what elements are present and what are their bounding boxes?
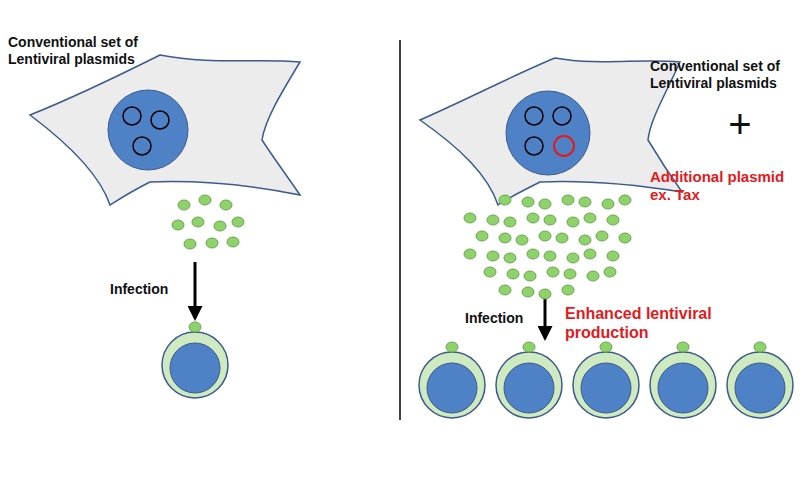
virus-particle — [522, 197, 534, 207]
virus-particle — [484, 267, 496, 277]
plus-sign: + — [720, 100, 760, 148]
virus-particle — [584, 213, 596, 223]
text-label: Conventional set of Lentiviral plasmids — [650, 58, 795, 92]
target-cell — [496, 342, 562, 418]
virus-particle — [178, 200, 190, 210]
virus-particle — [539, 199, 551, 209]
virus-particle — [464, 249, 476, 259]
virus-particle — [544, 251, 556, 261]
virus-particle — [596, 231, 608, 241]
additional-plasmid — [554, 136, 574, 156]
virus-particle — [227, 237, 239, 247]
text-label: Infection — [110, 281, 190, 298]
virus-particle — [539, 231, 551, 241]
producer-cell — [420, 58, 682, 205]
virus-particle — [562, 195, 574, 205]
target-cell — [650, 342, 716, 418]
virus-particle — [602, 199, 614, 209]
virus-particle — [192, 217, 204, 227]
virus-particle — [499, 195, 511, 205]
target-cell — [162, 322, 228, 398]
text-label: Conventional set of Lentiviral plasmids — [8, 34, 158, 68]
virus-particle — [232, 217, 244, 227]
target-cell — [573, 342, 639, 418]
plasmid — [123, 107, 141, 125]
virus-particle — [619, 233, 631, 243]
highlight-label: Enhanced lentiviral production — [565, 304, 715, 342]
virus-particle — [507, 269, 519, 279]
virus-particle — [499, 233, 511, 243]
text-label: Infection — [465, 310, 540, 327]
virus-particle — [172, 220, 184, 230]
target-cell — [419, 342, 485, 418]
virus-particle — [527, 213, 539, 223]
virus-particle — [214, 221, 226, 231]
virus-particle — [220, 200, 232, 210]
plasmid — [553, 107, 571, 125]
virus-particle — [607, 215, 619, 225]
highlight-label: Additional plasmid ex. Tax — [650, 168, 795, 204]
virus-particle — [487, 251, 499, 261]
virus-particle — [567, 253, 579, 263]
infection-arrow — [194, 262, 197, 318]
infection-arrow — [544, 298, 547, 338]
virus-particle — [544, 215, 556, 225]
plasmid — [525, 107, 543, 125]
virus-particle — [564, 269, 576, 279]
virus-particle — [504, 253, 516, 263]
virus-particle — [619, 195, 631, 205]
virus-particle — [584, 249, 596, 259]
plasmid — [151, 111, 169, 129]
virus-particle — [199, 195, 211, 205]
virus-particle — [539, 289, 551, 299]
nucleus — [506, 91, 590, 175]
virus-particle — [476, 231, 488, 241]
virus-particle — [567, 217, 579, 227]
plasmid — [525, 137, 543, 155]
plasmid — [133, 137, 151, 155]
virus-particle — [607, 251, 619, 261]
producer-cell — [30, 55, 300, 205]
virus-particle — [522, 287, 534, 297]
virus-particle — [504, 217, 516, 227]
virus-particle — [562, 285, 574, 295]
virus-particle — [516, 235, 528, 245]
virus-particle — [206, 238, 218, 248]
nucleus — [108, 90, 188, 170]
virus-particle — [604, 267, 616, 277]
divider-line — [399, 40, 401, 420]
virus-particle — [547, 267, 559, 277]
virus-particle — [464, 213, 476, 223]
virus-particle — [587, 271, 599, 281]
virus-particle — [487, 215, 499, 225]
virus-particle — [184, 239, 196, 249]
virus-particle — [579, 235, 591, 245]
virus-particle — [524, 271, 536, 281]
target-cell — [727, 342, 793, 418]
virus-particle — [579, 197, 591, 207]
virus-particle — [499, 285, 511, 295]
virus-particle — [556, 233, 568, 243]
virus-particle — [527, 249, 539, 259]
